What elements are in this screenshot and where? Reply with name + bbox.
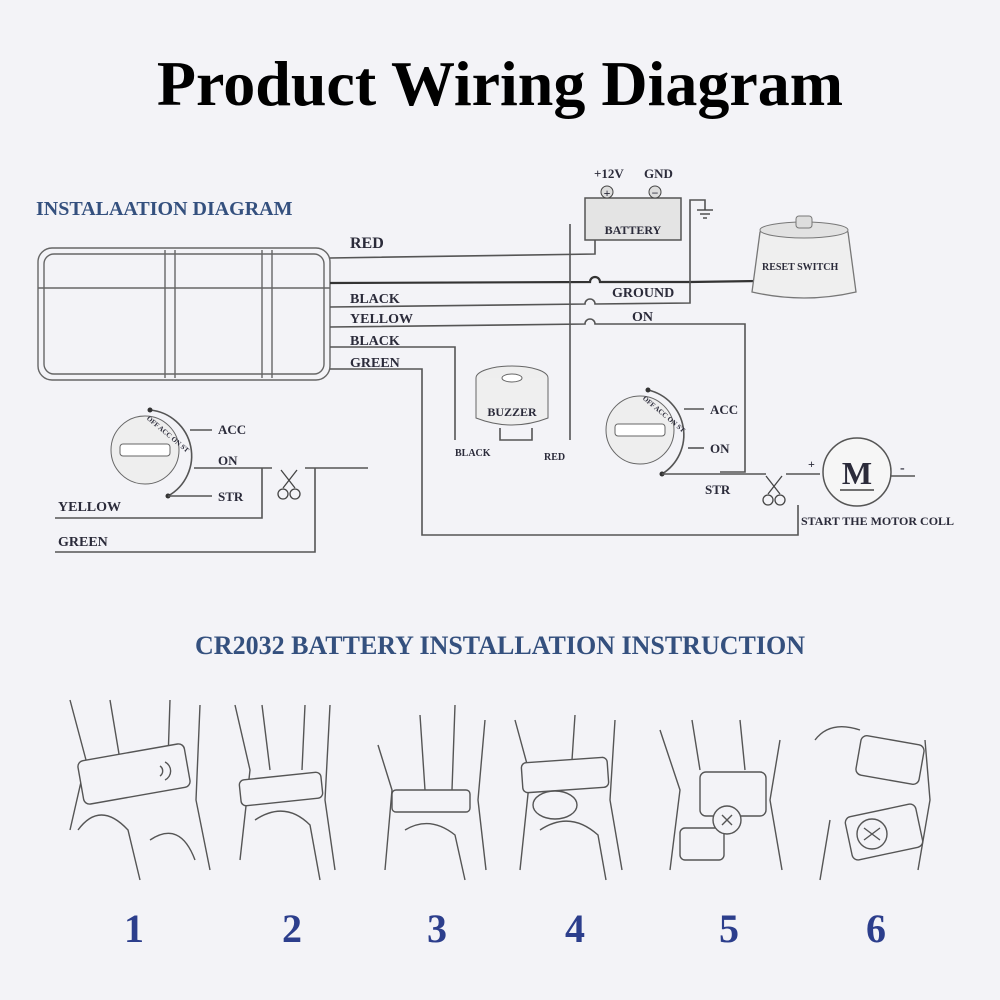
bottom-yellow-label: YELLOW [58, 500, 121, 515]
svg-text:BATTERY: BATTERY [605, 223, 662, 237]
step-1-illustration [69, 699, 211, 881]
reset-switch: RESET SWITCH [751, 215, 857, 299]
svg-text:ON: ON [710, 441, 730, 456]
wire-green [330, 368, 799, 536]
svg-text:RESET SWITCH: RESET SWITCH [762, 262, 838, 273]
svg-text:ACC: ACC [710, 402, 738, 417]
svg-text:−: − [652, 186, 659, 200]
buzzer: BUZZER BLACK RED [455, 365, 565, 463]
step-3-illustration [377, 704, 487, 881]
svg-text:+: + [808, 457, 815, 471]
step-number-2: 2 [282, 906, 302, 951]
wire-ground [329, 199, 706, 308]
motor-label: START THE MOTOR COLL [801, 514, 954, 528]
wire-label-yellow: YELLOW [350, 312, 413, 327]
svg-text:-: - [900, 461, 905, 476]
battery-neg-label: GND [644, 166, 673, 181]
wire-label-green: GREEN [350, 356, 400, 371]
alarm-unit [37, 247, 331, 381]
step-number-6: 6 [866, 906, 886, 951]
wire-label-black-1: BLACK [350, 292, 400, 307]
step-6-illustration [814, 726, 931, 881]
step-number-1: 1 [124, 906, 144, 951]
scissors-icon-right [762, 475, 786, 506]
step-5-illustration [659, 719, 783, 871]
wire-label-black-2: BLACK [350, 334, 400, 349]
svg-text:STR: STR [218, 489, 244, 504]
scissors-icon-left [277, 469, 301, 500]
step-number-4: 4 [565, 906, 585, 951]
svg-text:M: M [842, 455, 872, 491]
buzzer-red-label: RED [544, 452, 565, 463]
step-4-illustration [514, 714, 623, 881]
wire-label-on: ON [632, 310, 653, 325]
wire-on [329, 318, 746, 473]
wire-red [329, 240, 596, 259]
svg-text:BUZZER: BUZZER [487, 405, 537, 419]
svg-text:ACC: ACC [218, 422, 246, 437]
page-title: Product Wiring Diagram [156, 48, 844, 119]
step-number-5: 5 [719, 906, 739, 951]
svg-text:STR: STR [705, 482, 731, 497]
motor-icon: M + - [808, 437, 915, 507]
wire-main [329, 275, 759, 285]
buzzer-black-label: BLACK [455, 448, 491, 459]
instruction-heading: CR2032 BATTERY INSTALLATION INSTRUCTION [195, 631, 805, 660]
step-number-3: 3 [427, 906, 447, 951]
install-heading: INSTALAATION DIAGRAM [36, 198, 293, 220]
svg-text:ON: ON [218, 453, 238, 468]
left-relay-wires [55, 467, 368, 553]
step-2-illustration [234, 704, 336, 881]
ignition-switch-right: OFF ACC ON ST ACC ON STR [605, 387, 766, 497]
ignition-switch-left: OFF ACC ON ST ACC ON STR [110, 407, 262, 504]
wire-label-red: RED [350, 235, 384, 252]
wire-label-ground: GROUND [612, 286, 674, 301]
svg-text:+: + [604, 186, 611, 200]
battery-pos-label: +12V [594, 166, 624, 181]
bottom-green-label: GREEN [58, 535, 108, 550]
ground-symbol-icon [697, 209, 713, 219]
battery: BATTERY + − +12V GND [584, 166, 682, 241]
wire-black-buzzer [330, 346, 456, 440]
